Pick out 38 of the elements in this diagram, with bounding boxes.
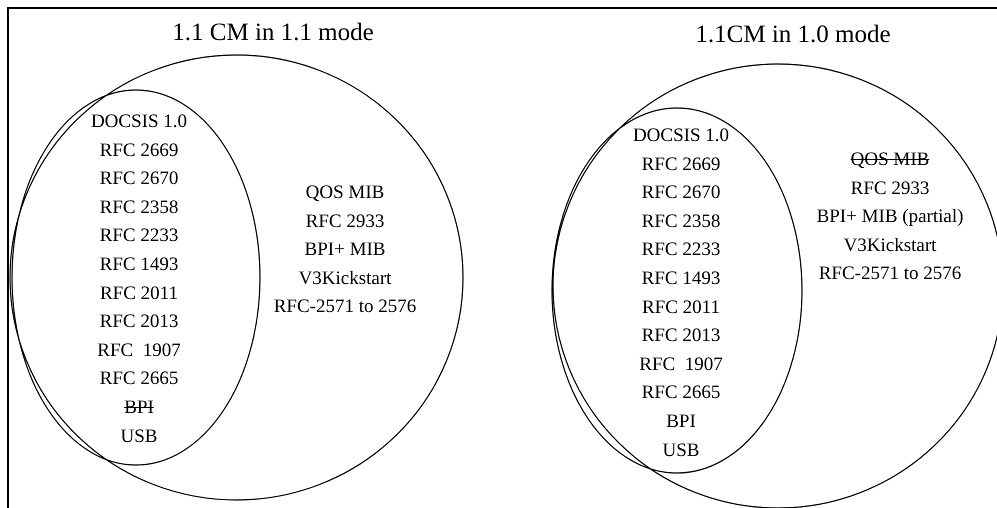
list-item: RFC 2670 <box>100 167 178 192</box>
list-item: BPI <box>124 396 154 420</box>
list-item: QOS MIB <box>306 181 384 205</box>
list-item: QOS MIB <box>850 148 930 172</box>
list-item: RFC 2358 <box>100 196 178 220</box>
set-heading: 1.1CM in 1.0 mode <box>695 20 891 50</box>
list-item: RFC 2011 <box>642 296 720 320</box>
list-item: RFC 2013 <box>100 310 178 334</box>
list-item: RFC 2669 <box>642 152 720 177</box>
list-item: RFC 2233 <box>100 224 178 248</box>
list-item: USB <box>120 424 158 449</box>
list-item: RFC 1907 <box>97 338 181 363</box>
list-item: V3Kickstart <box>298 266 392 291</box>
list-item: RFC 2665 <box>642 381 720 406</box>
list-item: RFC 2933 <box>850 176 930 201</box>
list-item: BPI+ MIB <box>304 238 386 262</box>
list-item: RFC 1907 <box>639 352 723 377</box>
list-item: RFC 2011 <box>100 282 178 306</box>
list-item: DOCSIS 1.0 <box>632 124 730 148</box>
list-item: RFC-2571 to 2576 <box>274 295 416 320</box>
list-item: BPI+ MIB (partial) <box>816 205 964 230</box>
list-item: RFC 2233 <box>642 238 720 262</box>
list-item: BPI <box>666 410 696 434</box>
list-item: RFC-2571 to 2576 <box>818 262 962 286</box>
list-item: RFC 1493 <box>100 252 178 277</box>
list-item: RFC 2933 <box>306 210 384 234</box>
list-item: RFC 2358 <box>642 210 720 234</box>
set-heading: 1.1 CM in 1.1 mode <box>172 18 374 48</box>
list-item: V3Kickstart <box>844 234 936 258</box>
list-item: RFC 2665 <box>100 367 178 392</box>
list-item: RFC 2013 <box>642 324 720 348</box>
venn-ellipse <box>552 108 802 473</box>
list-item: RFC 2669 <box>100 138 178 163</box>
list-item: USB <box>662 438 700 463</box>
list-item: RFC 1493 <box>642 266 720 291</box>
list-item: RFC 2670 <box>642 181 720 206</box>
list-item: DOCSIS 1.0 <box>90 110 188 134</box>
venn-ellipse <box>12 90 260 465</box>
